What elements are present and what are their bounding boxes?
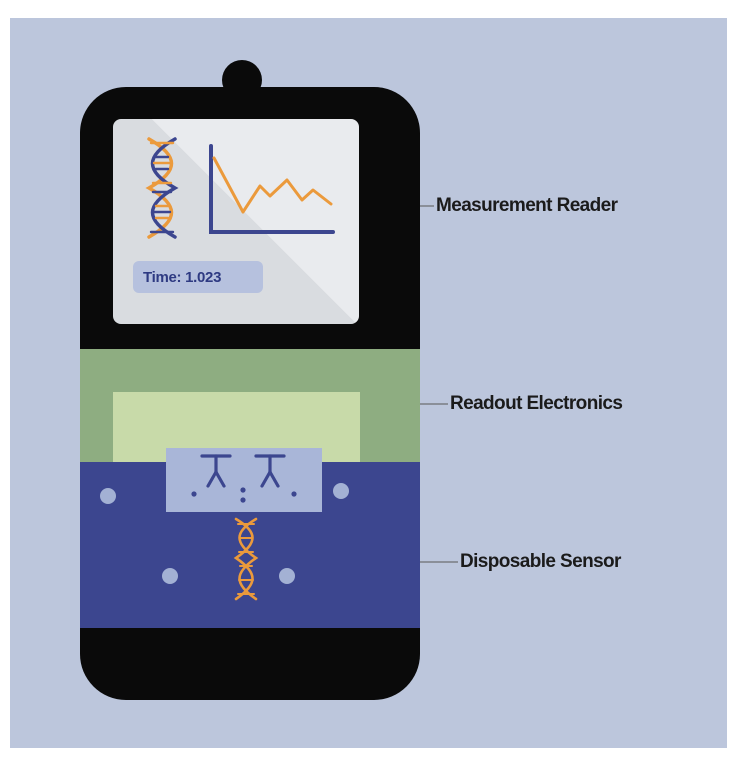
leader-line-disposable-sensor [420,561,458,563]
leader-line-measurement-reader [420,205,434,207]
electrode-fork-icon [191,454,297,503]
chart-axes [209,144,335,234]
diagram-background: Time: 1.023 [10,18,727,748]
measurement-reader-device: Time: 1.023 [80,87,420,700]
electrode-chip [166,448,322,512]
sensor-mount-dot [100,488,116,504]
leader-line-readout-electronics [420,403,448,405]
sensor-mount-dot [279,568,295,584]
label-measurement-reader: Measurement Reader [436,195,618,216]
time-readout-text: Time: 1.023 [143,268,222,286]
device-screen: Time: 1.023 [113,119,359,324]
label-disposable-sensor: Disposable Sensor [460,551,621,572]
chart-line [212,156,333,214]
time-readout: Time: 1.023 [133,261,263,293]
label-readout-electronics: Readout Electronics [450,393,623,414]
sensor-mount-dot [162,568,178,584]
line-chart-icon [209,144,335,234]
dna-helix-small-icon [233,517,259,601]
sensor-mount-dot [333,483,349,499]
dna-helix-icon [145,137,179,239]
